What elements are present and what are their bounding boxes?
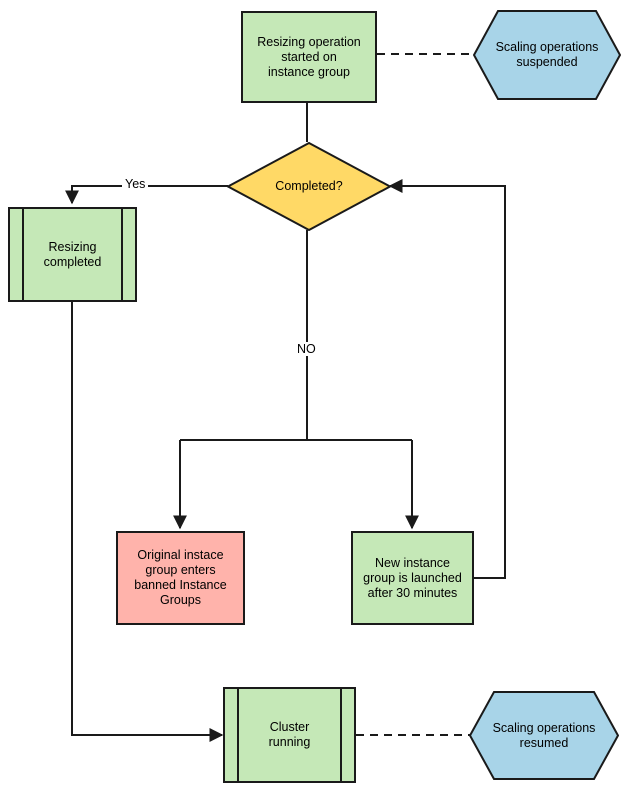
- node-resizing-started[interactable]: Resizing operation started on instance g…: [241, 11, 377, 103]
- node-completed-decision[interactable]: Completed?: [227, 142, 391, 231]
- node-new-instance-group-launched[interactable]: New instance group is launched after 30 …: [351, 531, 474, 625]
- edge-label-yes: Yes: [122, 177, 149, 191]
- edge-decision-yes: [65, 185, 228, 205]
- node-resizing-completed-label: Resizing completed: [43, 239, 102, 269]
- node-cluster-running-label: Cluster running: [268, 720, 311, 749]
- node-original-group-banned-label: Original instace group enters banned Ins…: [134, 548, 227, 607]
- node-cluster-running[interactable]: Cluster running: [223, 687, 356, 783]
- node-resizing-completed[interactable]: Resizing completed: [8, 207, 137, 302]
- node-original-group-banned[interactable]: Original instace group enters banned Ins…: [116, 531, 245, 625]
- node-scaling-resumed[interactable]: Scaling operations resumed: [469, 691, 619, 780]
- edge-label-no: NO: [294, 342, 319, 356]
- node-scaling-suspended[interactable]: Scaling operations suspended: [473, 10, 621, 100]
- edge-relaunch-to-decision: [388, 179, 506, 579]
- edge-resizing-to-cluster: [71, 302, 224, 742]
- node-resizing-started-label: Resizing operation started on instance g…: [257, 34, 361, 79]
- node-new-instance-group-launched-label: New instance group is launched after 30 …: [363, 555, 462, 600]
